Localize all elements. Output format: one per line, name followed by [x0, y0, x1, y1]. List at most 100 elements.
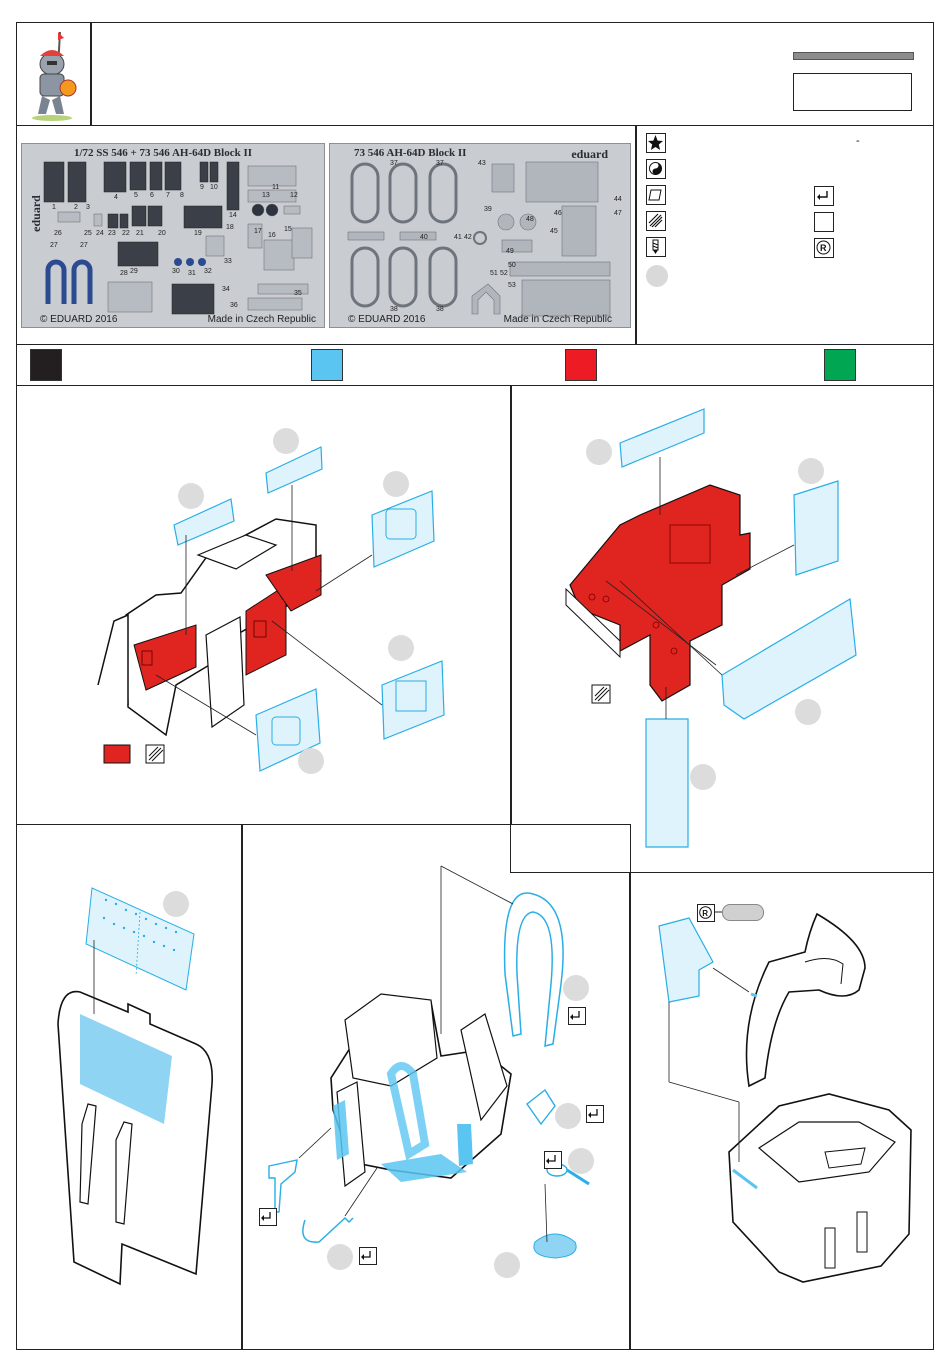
fret-right-made-in: Made in Czech Republic	[503, 314, 612, 325]
part-number: 30	[172, 268, 180, 275]
star-icon	[646, 133, 666, 153]
step-circle	[494, 1252, 520, 1278]
part-number: 47	[614, 210, 622, 217]
resin-r-icon: R	[814, 238, 834, 258]
fret-right-brand: eduard	[571, 147, 608, 161]
fret-right: 73 546 AH-64D Block II eduard 37 37 38 3…	[329, 143, 631, 328]
colors-frame	[16, 344, 934, 386]
step-circle	[568, 1148, 594, 1174]
fret-left: 1/72 SS 546 + 73 546 AH-64D Block II edu…	[21, 143, 325, 328]
part-number: 49	[506, 248, 514, 255]
hatched-icon	[646, 211, 666, 231]
seat-back-diagram	[57, 887, 213, 1286]
part-number: 10	[210, 184, 218, 191]
step-panel-d	[241, 824, 631, 1350]
resin-r-icon: R	[697, 904, 715, 922]
step-circle	[798, 458, 824, 484]
bend-icon	[259, 1208, 277, 1226]
glare-shield-diagram	[658, 911, 912, 1283]
step-panel-c	[16, 824, 243, 1350]
part-number: 4	[114, 194, 118, 201]
part-number: 27	[80, 242, 88, 249]
part-number: 35	[294, 290, 302, 297]
bend-icon	[814, 186, 834, 206]
step-circle	[388, 635, 414, 661]
part-number: 13	[262, 192, 270, 199]
step-circle	[690, 764, 716, 790]
instrument-panel-diagram-b	[565, 408, 857, 848]
part-number: 17	[254, 228, 262, 235]
step-circle	[555, 1103, 581, 1129]
part-number: 39	[484, 206, 492, 213]
gray-circle-icon	[646, 265, 668, 287]
step-circle	[298, 748, 324, 774]
part-number: 15	[284, 226, 292, 233]
step-circle	[178, 483, 204, 509]
part-number: 27	[50, 242, 58, 249]
part-number: 51	[490, 270, 498, 277]
part-number: 41	[454, 234, 462, 241]
part-number: 38	[390, 306, 398, 313]
drill-icon	[646, 237, 666, 257]
step-circle	[327, 1244, 353, 1270]
fret-right-title: 73 546 AH-64D Block II	[354, 147, 467, 159]
svg-text:R: R	[702, 909, 708, 918]
step-circle	[563, 975, 589, 1001]
part-number: 16	[268, 232, 276, 239]
logo	[22, 28, 84, 122]
logo-divider	[90, 22, 92, 126]
part-number: 28	[120, 270, 128, 277]
part-number: 2	[74, 204, 78, 211]
part-number: 53	[508, 282, 516, 289]
part-number: 50	[508, 262, 516, 269]
instrument-panel-diagram-a	[97, 446, 445, 772]
part-number: 25	[84, 230, 92, 237]
fret-left-parts	[43, 161, 313, 315]
legend-dash: -	[856, 135, 860, 147]
part-number: 1	[52, 204, 56, 211]
part-number: 26	[54, 230, 62, 237]
part-number: 11	[272, 184, 280, 191]
part-number: 5	[134, 192, 138, 199]
paper-icon	[646, 185, 666, 205]
part-number: 7	[166, 192, 170, 199]
bend-icon	[359, 1247, 377, 1265]
part-number: 52	[500, 270, 508, 277]
part-number: 24	[96, 230, 104, 237]
part-number: 29	[130, 268, 138, 275]
step-circle	[163, 891, 189, 917]
part-number: 3	[86, 204, 90, 211]
svg-text:R: R	[820, 243, 827, 253]
bend-icon	[586, 1105, 604, 1123]
fret-left-made-in: Made in Czech Republic	[207, 314, 316, 325]
part-number: 32	[204, 268, 212, 275]
part-number: 34	[222, 286, 230, 293]
part-number: 33	[224, 258, 232, 265]
step-circle	[586, 439, 612, 465]
part-number: 31	[188, 270, 196, 277]
resin-part-tag	[722, 904, 764, 921]
ejection-seat-diagram	[268, 865, 590, 1259]
part-number: 20	[158, 230, 166, 237]
part-number: 21	[136, 230, 144, 237]
part-number: 6	[150, 192, 154, 199]
part-number: 46	[554, 210, 562, 217]
part-number: 37	[436, 160, 444, 167]
part-number: 36	[230, 302, 238, 309]
part-number: 48	[526, 216, 534, 223]
part-number: 40	[420, 234, 428, 241]
part-number: 12	[290, 192, 298, 199]
part-number: 14	[229, 212, 237, 219]
blank-square-icon	[814, 212, 834, 232]
part-number: 19	[194, 230, 202, 237]
color-swatch-black	[30, 349, 62, 381]
part-number: 23	[108, 230, 116, 237]
frets-divider	[635, 125, 637, 345]
part-number: 45	[550, 228, 558, 235]
part-number: 42	[464, 234, 472, 241]
part-number: 43	[478, 160, 486, 167]
title-bar	[793, 52, 914, 60]
fret-right-parts	[347, 161, 611, 317]
step-circle	[273, 428, 299, 454]
step-panel-e	[629, 872, 934, 1350]
